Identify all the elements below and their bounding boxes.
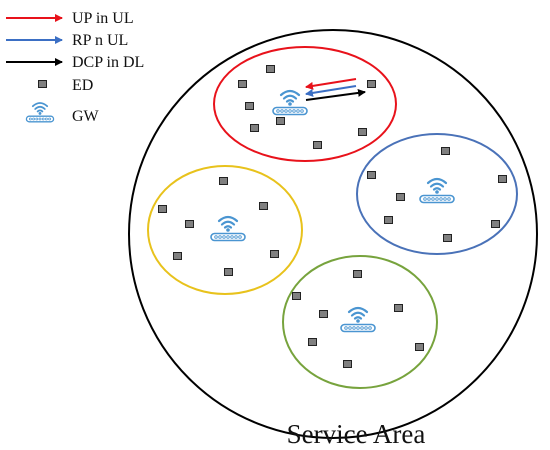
legend-item-ed: ED xyxy=(38,77,93,94)
end-device-square-icon xyxy=(266,65,275,73)
end-device-square-icon xyxy=(394,304,403,312)
end-device-square-icon xyxy=(270,250,279,258)
end-device-square-icon xyxy=(173,252,182,260)
end-device-square-icon xyxy=(245,102,254,110)
gateway-wifi-icon xyxy=(209,215,247,242)
end-device-square-icon xyxy=(158,205,167,213)
cluster-green-boundary xyxy=(282,255,438,389)
end-device-square-icon xyxy=(491,220,500,228)
service-area-boundary xyxy=(128,29,538,439)
gateway-wifi-icon xyxy=(271,89,309,116)
end-device-square-icon xyxy=(358,128,367,136)
end-device-square-icon xyxy=(441,147,450,155)
end-device-square-icon xyxy=(319,310,328,318)
end-device-square-icon xyxy=(396,193,405,201)
cluster-red-boundary xyxy=(213,46,397,162)
end-device-square-icon xyxy=(313,141,322,149)
end-device-square-icon xyxy=(498,175,507,183)
end-device-square-icon xyxy=(185,220,194,228)
rp-arrow-icon xyxy=(305,85,357,97)
legend-item-gw: GW xyxy=(25,102,100,125)
legend-label-gw: GW xyxy=(72,108,100,125)
gateway-wifi-icon xyxy=(25,102,55,123)
cluster-green xyxy=(282,255,438,389)
cluster-yellow-boundary xyxy=(147,165,303,295)
legend-label-up-ul: UP in UL xyxy=(72,10,134,27)
dcp-arrow-icon xyxy=(305,88,366,101)
end-device-square-icon xyxy=(308,338,317,346)
cluster-blue-boundary xyxy=(356,133,518,255)
legend-item-dcp-dl: DCP in DL xyxy=(6,54,144,71)
cluster-blue-devices xyxy=(367,147,507,242)
end-device-square-icon xyxy=(343,360,352,368)
gateway-wifi-icon xyxy=(339,306,377,333)
legend: UP in UL RP n UL DCP in DL ED GW xyxy=(6,10,144,125)
end-device-square-icon xyxy=(415,343,424,351)
end-device-square-icon xyxy=(367,171,376,179)
end-device-square-icon xyxy=(292,292,301,300)
end-device-square-icon xyxy=(38,80,47,88)
cluster-blue xyxy=(356,133,518,255)
service-area-caption: Service Area xyxy=(287,419,426,449)
end-device-square-icon xyxy=(367,80,376,88)
gateway-wifi-icon xyxy=(418,177,456,204)
end-device-square-icon xyxy=(384,216,393,224)
end-device-square-icon xyxy=(276,117,285,125)
legend-label-ed: ED xyxy=(72,77,93,94)
legend-label-dcp-dl: DCP in DL xyxy=(72,54,144,71)
end-device-square-icon xyxy=(443,234,452,242)
end-device-square-icon xyxy=(238,80,247,88)
cluster-yellow-devices xyxy=(158,177,279,276)
cluster-green-devices xyxy=(292,270,424,368)
cluster-red xyxy=(213,46,397,162)
end-device-square-icon xyxy=(353,270,362,278)
legend-label-rp-ul: RP n UL xyxy=(72,32,128,49)
cluster-yellow xyxy=(147,165,303,295)
cluster-red-devices xyxy=(238,65,376,149)
legend-item-rp-ul: RP n UL xyxy=(6,32,128,49)
up-arrow-icon xyxy=(305,78,357,90)
end-device-square-icon xyxy=(259,202,268,210)
end-device-square-icon xyxy=(224,268,233,276)
legend-item-up-ul: UP in UL xyxy=(6,10,134,27)
end-device-square-icon xyxy=(219,177,228,185)
end-device-square-icon xyxy=(250,124,259,132)
